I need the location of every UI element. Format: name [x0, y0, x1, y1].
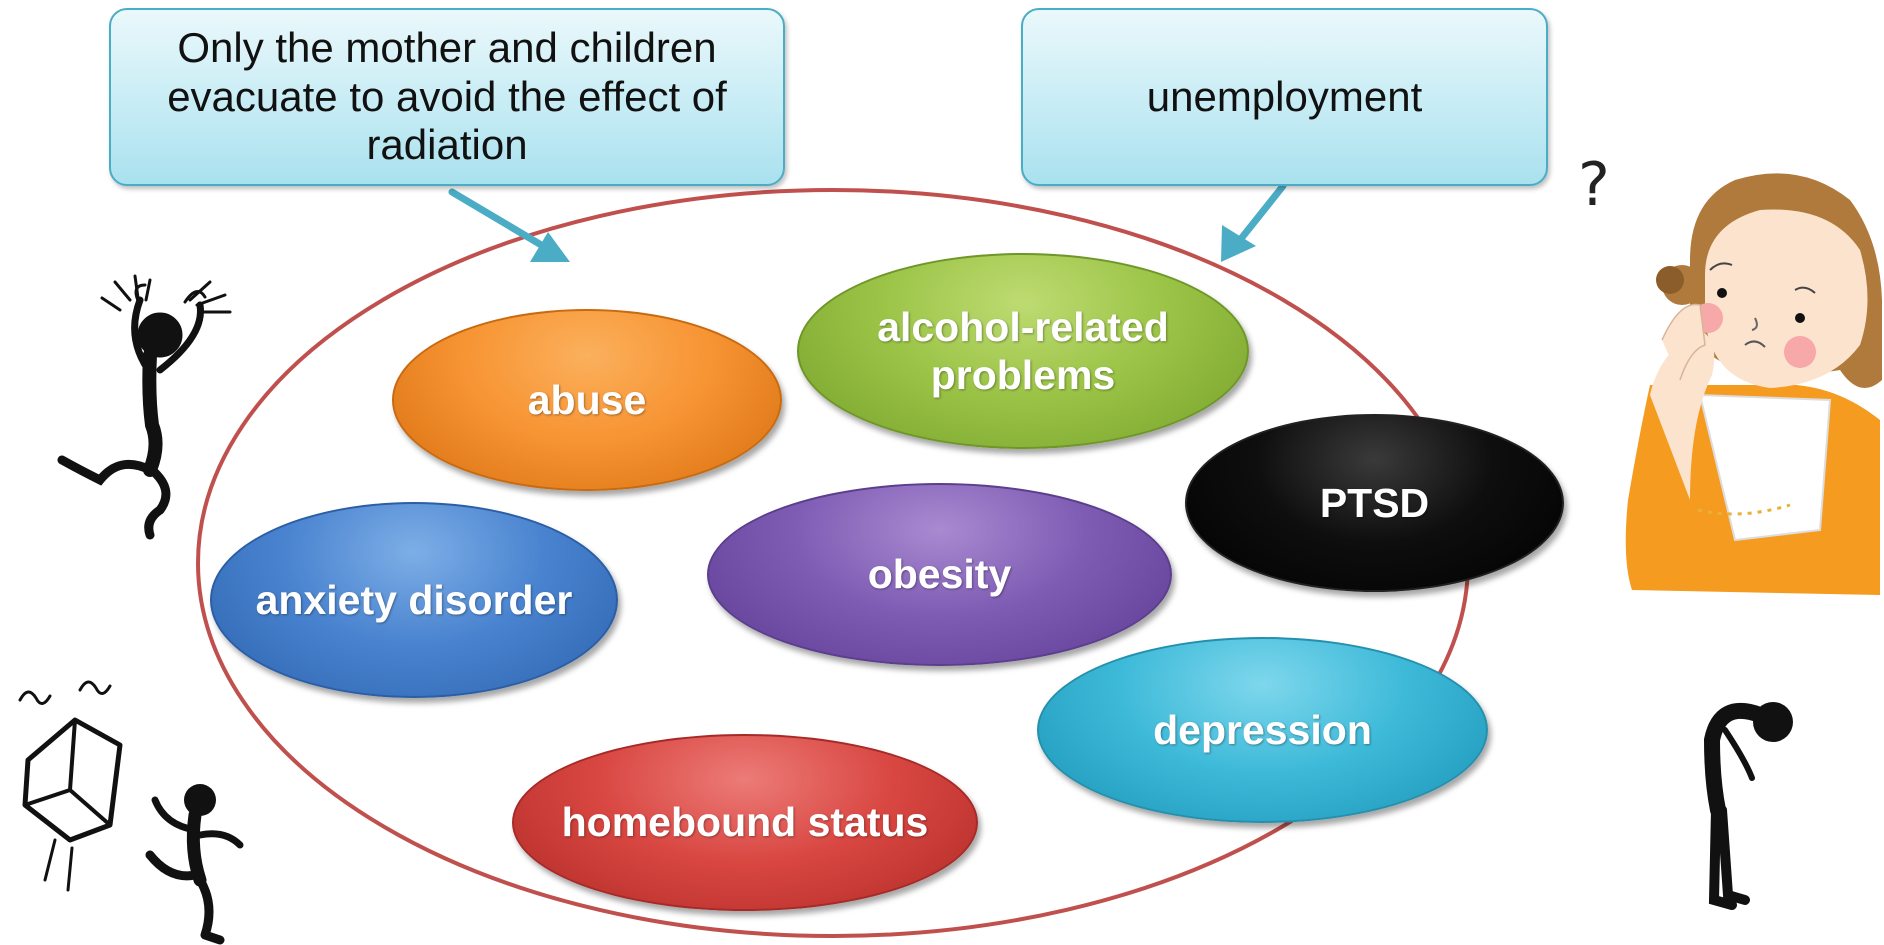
callout-unemployment: unemployment [1021, 8, 1548, 186]
slumped-figure-icon [1703, 702, 1793, 910]
issue-anxiety-disorder: anxiety disorder [210, 502, 618, 698]
kicking-box-figure-icon [18, 680, 244, 945]
issue-obesity: obesity [707, 483, 1172, 666]
issue-depression: depression [1037, 637, 1488, 823]
worried-woman-icon [1625, 173, 1882, 595]
issue-homebound-status: homebound status [512, 734, 978, 911]
issue-ptsd: PTSD [1185, 414, 1564, 592]
issue-abuse: abuse [392, 309, 782, 491]
angry-stick-figure-icon [57, 274, 232, 540]
issue-alcohol-related-problems: alcohol-related problems [797, 253, 1249, 449]
callout-evacuation: Only the mother and children evacuate to… [109, 8, 785, 186]
question-mark: ? [1578, 150, 1610, 220]
arrow-left [448, 188, 570, 262]
arrow-right [1221, 182, 1287, 262]
